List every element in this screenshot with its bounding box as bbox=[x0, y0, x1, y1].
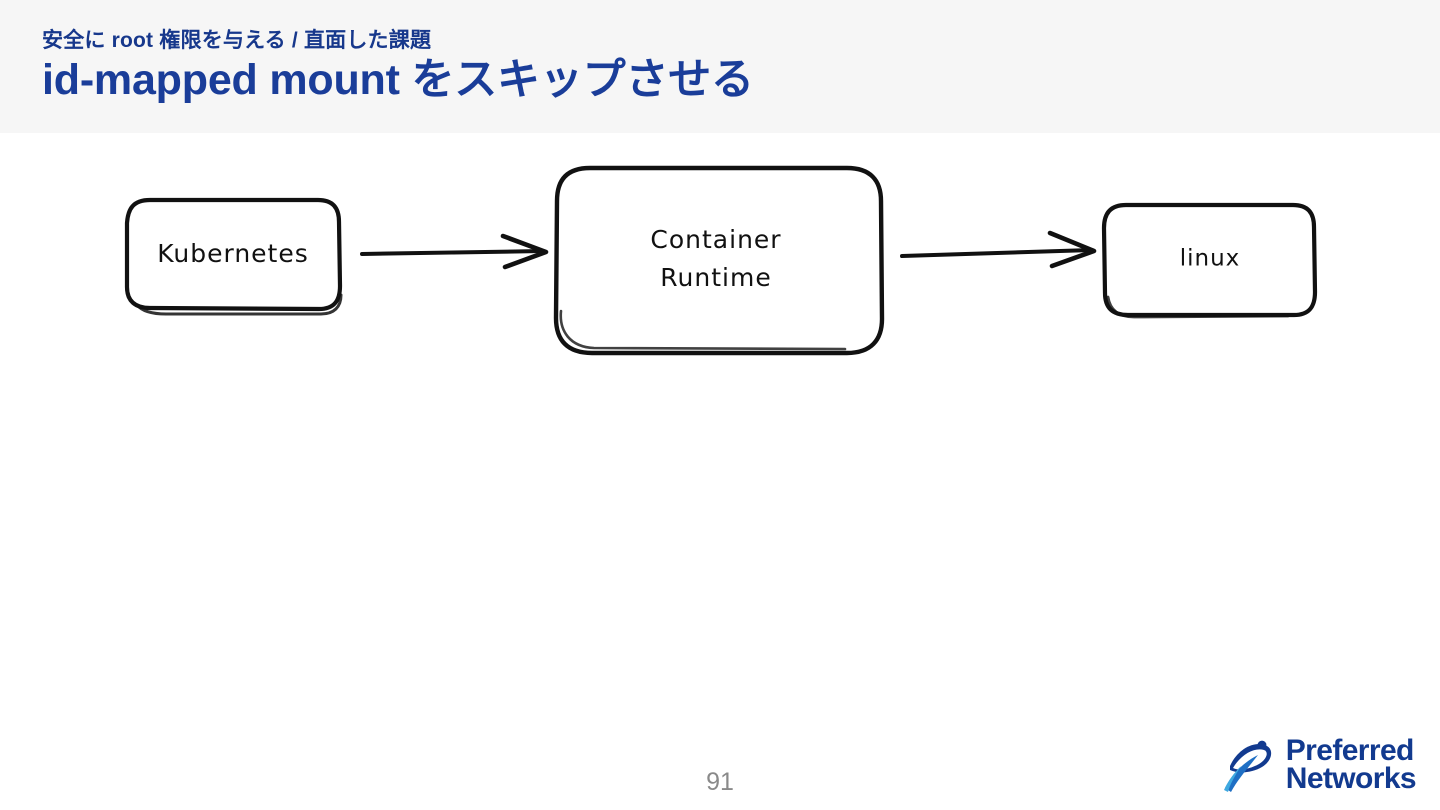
node-shape-kubernetes-sketch-overstroke bbox=[135, 293, 343, 316]
node-shape-container-runtime-sketch-overstroke bbox=[559, 309, 847, 351]
diagram-node-kubernetes: Kubernetes bbox=[124, 197, 343, 316]
slide-kicker: 安全に root 権限を与える / 直面した課題 bbox=[42, 29, 432, 52]
swoosh-mark-icon bbox=[1223, 740, 1271, 792]
node-shape-linux bbox=[1101, 202, 1318, 318]
diagram-node-container-runtime: Container Runtime bbox=[553, 165, 885, 356]
edge-line bbox=[360, 249, 545, 256]
slide-header: 安全に root 権限を与える / 直面した課題 id-mapped mount… bbox=[0, 0, 1440, 133]
diagram-canvas: Kubernetes Container Runtime linux bbox=[0, 133, 1440, 733]
node-label-linux: linux bbox=[1180, 246, 1241, 272]
slide-title: id-mapped mount をスキップさせる bbox=[42, 56, 754, 104]
node-shape-kubernetes bbox=[124, 197, 343, 312]
node-label-kubernetes: Kubernetes bbox=[157, 239, 309, 268]
diagram-edge-container-runtime-to-linux bbox=[900, 230, 1097, 269]
node-label-container-runtime-line2: Runtime bbox=[660, 263, 771, 292]
logo-text-line1: Preferred bbox=[1285, 734, 1415, 768]
arrowhead-icon bbox=[500, 233, 549, 270]
edge-line bbox=[900, 248, 1094, 258]
node-label-container-runtime-line1: Container bbox=[650, 225, 781, 254]
node-shape-container-runtime bbox=[553, 165, 885, 356]
arrowhead-icon bbox=[1047, 230, 1097, 269]
logo-text-line2: Networks bbox=[1285, 762, 1417, 795]
diagram-node-linux: linux bbox=[1101, 202, 1318, 319]
preferred-networks-logo: Preferred Networks bbox=[1222, 734, 1417, 796]
page-number: 91 bbox=[706, 768, 734, 796]
node-shape-linux-sketch-overstroke bbox=[1106, 295, 1290, 319]
diagram-edge-kubernetes-to-container-runtime bbox=[360, 233, 549, 270]
